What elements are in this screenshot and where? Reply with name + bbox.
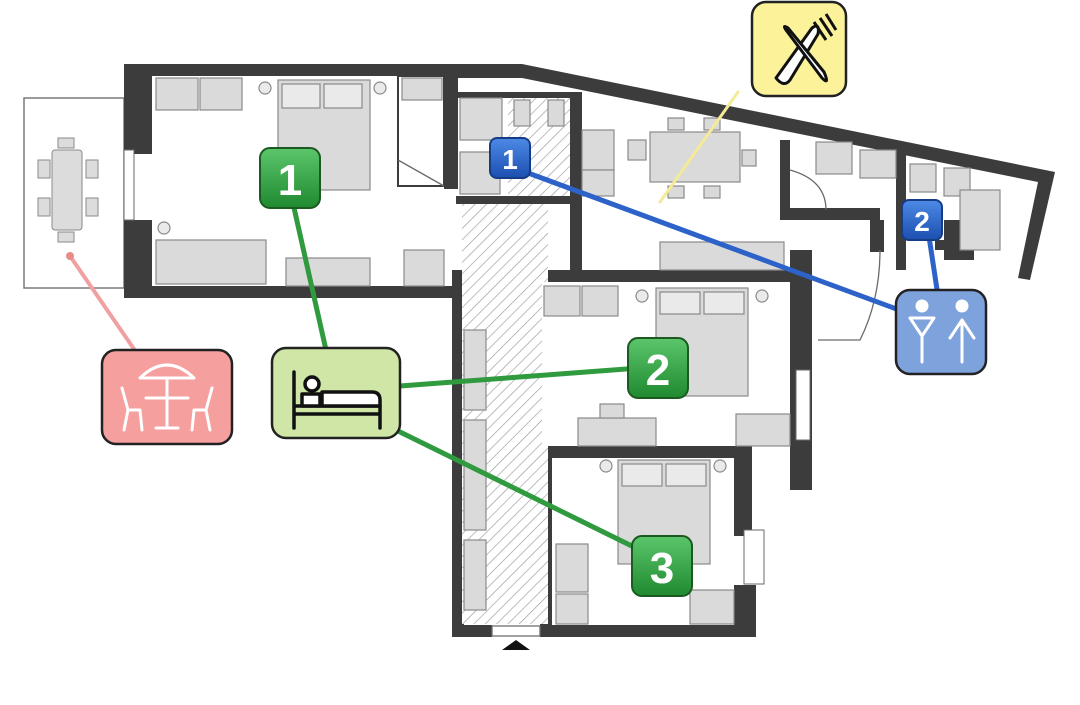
bedroom-badge-3-label: 3 <box>650 544 674 593</box>
bathroom-tile <box>894 288 988 376</box>
connector-lines <box>68 90 941 553</box>
patio-table-icon <box>120 363 214 432</box>
bathroom-badge-1: 1 <box>489 137 531 179</box>
bedroom-badge-2-label: 2 <box>646 346 670 395</box>
bathroom-badge-2: 2 <box>901 199 943 241</box>
bedroom-tile <box>270 346 402 440</box>
restroom-icon <box>908 299 976 364</box>
bathroom-badge-2-label: 2 <box>914 206 930 237</box>
bed-icon <box>292 370 382 430</box>
bedroom-badge-3: 3 <box>631 535 693 597</box>
fork-knife-icon <box>774 13 838 85</box>
windows <box>123 149 811 585</box>
bathroom-badge-1-label: 1 <box>502 144 518 175</box>
kitchen-tile <box>750 0 848 98</box>
furniture <box>155 77 1001 625</box>
bedroom-badge-1-label: 1 <box>278 156 302 205</box>
bedroom-badge-1: 1 <box>259 147 321 209</box>
terrace <box>23 97 125 289</box>
entrance-arrow-icon <box>502 640 530 650</box>
terrace-pin <box>66 252 74 260</box>
terrace-tile <box>100 348 234 446</box>
bedroom-badge-2: 2 <box>627 337 689 399</box>
